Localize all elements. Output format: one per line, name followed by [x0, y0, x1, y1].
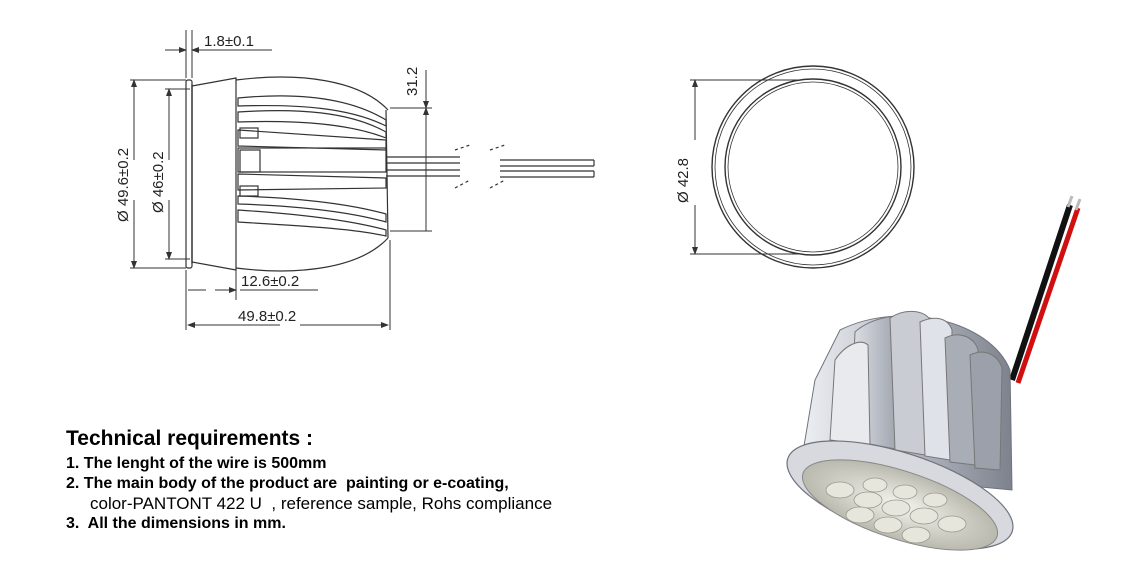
- fin-top-outline: [235, 76, 389, 111]
- side-view: [185, 76, 595, 272]
- requirement-2: 2. The main body of the product are pain…: [66, 475, 509, 492]
- fin-4: [237, 173, 387, 191]
- fin-6: [237, 209, 387, 237]
- center-core: [237, 147, 387, 173]
- flange-outline: [185, 79, 193, 269]
- requirement-3: 3. All the dimensions in mm.: [66, 515, 286, 532]
- dim-overall-length: 49.8±0.2: [238, 308, 296, 325]
- requirement-1: 1. The lenght of the wire is 500mm: [66, 455, 327, 472]
- dim-outer-diameter: Ø 49.6±0.2: [115, 148, 132, 222]
- end-inner-ring: [724, 78, 902, 256]
- end-outer-ring: [711, 65, 915, 269]
- end-view: [690, 65, 915, 269]
- dim-end-diameter: Ø 42.8: [675, 158, 692, 203]
- requirements-title: Technical requirements :: [66, 427, 314, 450]
- fin-5: [237, 195, 387, 223]
- black-wire: [1009, 204, 1073, 381]
- wire-leads: [386, 144, 595, 189]
- red-wire: [1015, 207, 1081, 384]
- dim-flange-offset: 12.6±0.2: [241, 273, 299, 290]
- back-plate-outline: [191, 77, 237, 271]
- side-dimension-lines: [130, 30, 432, 330]
- product-render: [786, 195, 1082, 551]
- dim-inner-diameter: Ø 46±0.2: [150, 151, 167, 213]
- fin-2: [237, 110, 387, 139]
- requirement-2-cont: color-PANTONT 422 U , reference sample, …: [90, 494, 553, 513]
- fin-3: [237, 129, 387, 151]
- dim-flange-thickness: 1.8±0.1: [204, 33, 254, 50]
- technical-requirements: Technical requirements : 1. The lenght o…: [66, 427, 552, 534]
- dim-body-height: 31.2: [404, 67, 421, 96]
- render-led-cells: [825, 477, 967, 544]
